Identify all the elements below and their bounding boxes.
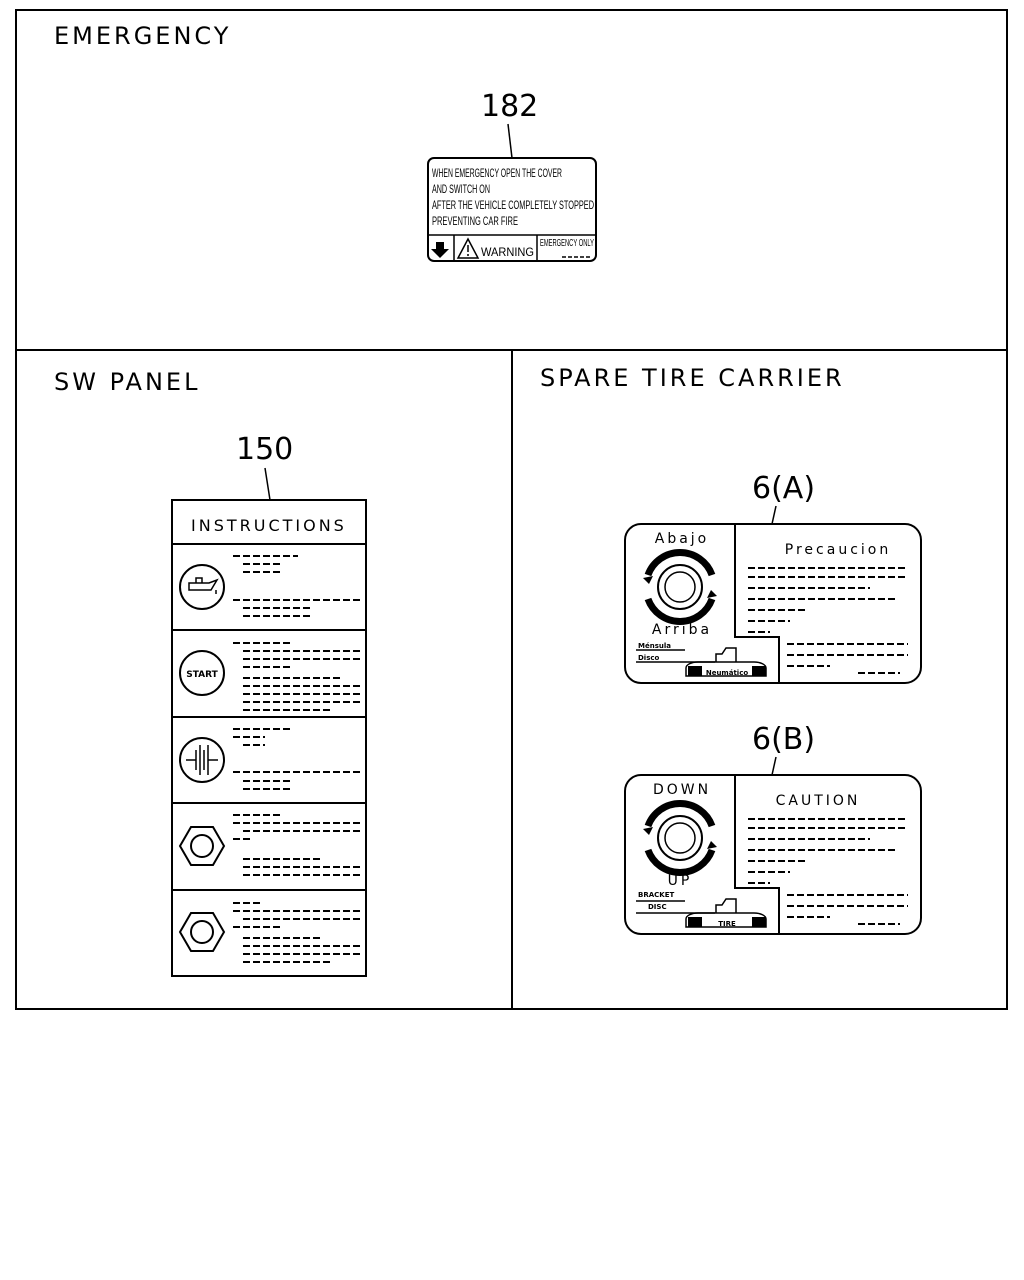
label-b-down-text: DOWN	[653, 782, 711, 798]
tire-carrier-icon: Neumático	[685, 647, 767, 677]
label-a-caution-heading: Precaucion	[785, 542, 891, 558]
section-title-emergency: EMERGENCY	[54, 22, 231, 50]
leader-line-6a	[771, 505, 777, 525]
hex-nut-icon	[178, 826, 226, 866]
leader-line-182	[507, 123, 513, 159]
label-a-placeholder-lines	[748, 567, 908, 674]
label-b-up-text: UP	[668, 873, 693, 889]
label-a-bracket-text: Ménsula	[638, 642, 671, 650]
diagram-frame	[15, 9, 1008, 1010]
warning-text: WARNING	[481, 245, 534, 259]
label-b-disc-text: DISC	[648, 903, 667, 911]
label-b-tire-text: TIRE	[718, 920, 736, 928]
spare-tire-label-spanish: Abajo Arriba Ménsula Disco Neumático Pre…	[624, 523, 922, 684]
start-icon: START	[179, 650, 225, 696]
callout-6b: 6(B)	[752, 722, 815, 757]
emergency-text-line-3: AFTER THE VEHICLE COMPLETELY STOPPED	[432, 198, 594, 212]
rotation-arrows-icon	[643, 548, 717, 626]
label-a-down-text: Abajo	[655, 531, 710, 547]
callout-182: 182	[481, 89, 538, 124]
warning-triangle-icon	[456, 237, 480, 259]
oil-can-icon	[179, 564, 225, 610]
section-title-spare-tire-carrier: SPARE TIRE CARRIER	[540, 364, 845, 392]
tire-carrier-icon: TIRE	[685, 898, 767, 928]
instruction-placeholder-lines	[233, 555, 360, 963]
battery-icon	[179, 737, 225, 783]
emergency-warning-label: WHEN EMERGENCY OPEN THE COVER AND SWITCH…	[427, 157, 597, 262]
down-arrow-icon	[431, 242, 449, 258]
label-a-tire-text: Neumático	[706, 669, 749, 677]
label-b-caution-heading: CAUTION	[776, 793, 861, 809]
callout-6a: 6(A)	[752, 471, 815, 506]
hex-nut-icon	[178, 912, 226, 952]
callout-150: 150	[236, 432, 293, 467]
instructions-title: INSTRUCTIONS	[191, 516, 347, 535]
section-title-sw-panel: SW PANEL	[54, 368, 200, 396]
spare-tire-label-english: DOWN UP BRACKET DISC TIRE CAUTION	[624, 774, 922, 935]
label-a-up-text: Arriba	[652, 622, 712, 638]
label-b-bracket-text: BRACKET	[638, 891, 674, 899]
emergency-text-line-2: AND SWITCH ON	[432, 182, 490, 196]
leader-line-150	[264, 467, 271, 501]
emergency-text-line-4: PREVENTING CAR FIRE	[432, 214, 518, 228]
start-icon-text: START	[186, 670, 218, 680]
rotation-arrows-icon	[643, 799, 717, 877]
instructions-panel-label: INSTRUCTIONS START	[171, 499, 367, 977]
label-a-disc-text: Disco	[638, 654, 660, 662]
leader-line-6b	[771, 756, 777, 776]
label-b-placeholder-lines	[748, 818, 908, 925]
emergency-text-line-1: WHEN EMERGENCY OPEN THE COVER	[432, 166, 562, 180]
emergency-only-text: EMERGENCY ONLY	[540, 238, 594, 249]
